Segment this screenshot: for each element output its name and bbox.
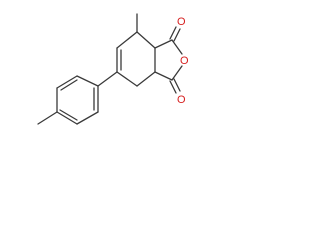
bond-ar2-ar3 (56, 75, 78, 89)
bond-o2-c3 (171, 65, 183, 81)
bond-ar4-ar5 (56, 111, 78, 125)
bond-c4-c3a (136, 31, 156, 49)
bond-c7a-c7 (136, 71, 156, 87)
bond-c3-o-double-b (173, 78, 181, 92)
bond-c3-c7a (154, 71, 173, 81)
bond-c3a-c1 (154, 39, 173, 49)
bond-c7-c6 (116, 71, 138, 87)
bond-c3-o-double-a (169, 80, 177, 94)
atom-label-o-carbonyl-bottom: O (177, 94, 186, 106)
bond-ar-double-1 (60, 79, 78, 91)
bond-c1-o2 (171, 39, 183, 55)
bond-c1-o-double-a (169, 26, 177, 40)
bond-ar4-methyl (37, 111, 58, 125)
bond-ar-double-2 (59, 109, 78, 121)
bond-ar5-ar6 (76, 111, 99, 125)
bond-c1-o-double-b (173, 28, 181, 42)
atom-label-o-ring: O (180, 55, 189, 67)
bond-ar1-ar2 (76, 75, 99, 87)
bond-c6-aryl (97, 71, 118, 87)
molecule-structure: O O O (37, 13, 189, 125)
atom-label-o-carbonyl-top: O (177, 16, 186, 28)
bond-c5-c4 (116, 31, 138, 49)
